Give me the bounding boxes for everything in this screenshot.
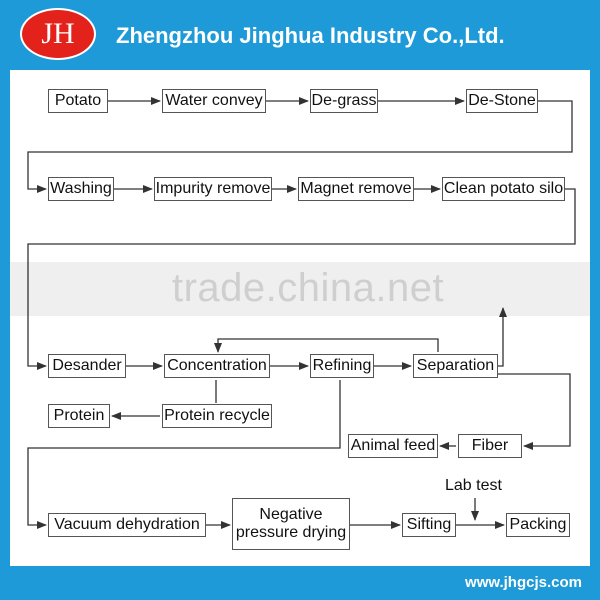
header-bar: JH Zhengzhou Jinghua Industry Co.,Ltd. xyxy=(0,0,600,70)
connector-refining-to-vacuum-dehydration xyxy=(27,380,341,529)
company-name: Zhengzhou Jinghua Industry Co.,Ltd. xyxy=(116,23,505,48)
lab-test-label: Lab test xyxy=(445,477,502,494)
step-sifting: Sifting xyxy=(402,513,456,537)
step-negative-pressure-drying: Negative pressure drying xyxy=(232,498,350,550)
connector-separation-return-to-concentration xyxy=(214,338,439,353)
step-water-convey: Water convey xyxy=(162,89,266,113)
company-logo: JH xyxy=(20,8,96,60)
step-separation: Separation xyxy=(413,354,498,378)
step-de-grass: De-grass xyxy=(310,89,378,113)
connector-separation-to-fiber xyxy=(498,373,571,450)
website-url: www.jhgcjs.com xyxy=(465,574,582,591)
watermark: trade.china.net xyxy=(172,266,445,310)
connector-de-stone-to-washing xyxy=(27,100,573,193)
step-de-stone: De-Stone xyxy=(466,89,538,113)
step-desander: Desander xyxy=(48,354,126,378)
step-protein-recycle: Protein recycle xyxy=(162,404,272,428)
step-refining: Refining xyxy=(310,354,374,378)
watermark-band xyxy=(10,262,590,316)
step-vacuum-dehydration: Vacuum dehydration xyxy=(48,513,206,537)
connector-separation-up-to-silo xyxy=(498,307,507,367)
step-magnet-remove: Magnet remove xyxy=(298,177,414,201)
step-protein: Protein xyxy=(48,404,110,428)
connector-silo-to-desander xyxy=(27,188,576,370)
logo-text: JH xyxy=(41,17,75,50)
step-impurity-remove: Impurity remove xyxy=(154,177,272,201)
step-packing: Packing xyxy=(506,513,570,537)
step-concentration: Concentration xyxy=(164,354,270,378)
step-fiber: Fiber xyxy=(458,434,522,458)
step-potato: Potato xyxy=(48,89,108,113)
step-animal-feed: Animal feed xyxy=(348,434,438,458)
content-frame xyxy=(0,70,600,566)
footer-bar: www.jhgcjs.com xyxy=(0,566,600,600)
step-clean-potato-silo: Clean potato silo xyxy=(442,177,565,201)
step-washing: Washing xyxy=(48,177,114,201)
